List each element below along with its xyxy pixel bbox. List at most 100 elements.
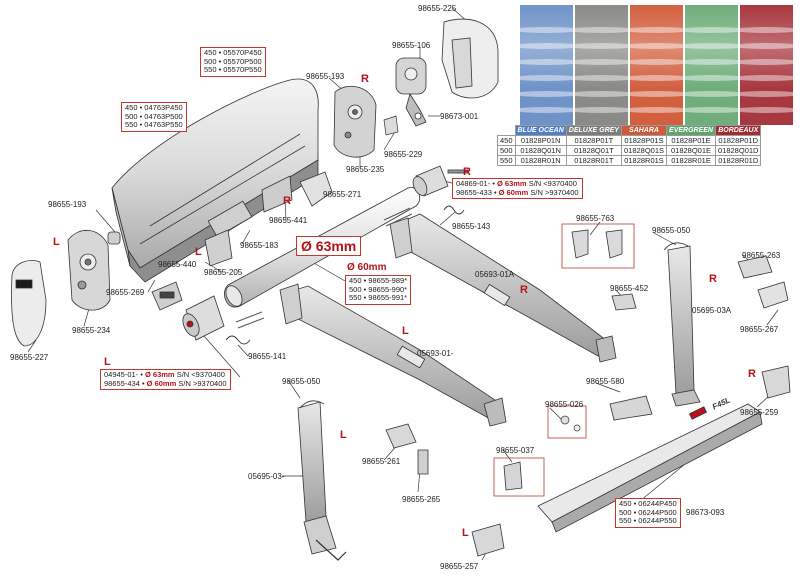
part-label-98655-265: 98655-265: [402, 495, 441, 504]
fabric-code: 01828R01E: [666, 155, 716, 166]
part-label-98655-227: 98655-227: [10, 353, 49, 362]
part-label-98673-001: 98673-001: [440, 112, 479, 121]
fabric-wave: [740, 27, 793, 33]
fabric-size: 550: [497, 155, 516, 166]
fabric-code: 01828P01S: [620, 135, 668, 146]
fabric-wave: [740, 75, 793, 81]
fabric-wave: [520, 43, 573, 49]
canopy-top-codes: 450 • 05570P450 500 • 05570P500 550 • 05…: [200, 47, 266, 77]
fabric-wave: [740, 59, 793, 65]
code-line: 500 • 98655-990*: [349, 284, 408, 294]
code-line: 500 • 05570P500: [204, 56, 262, 66]
fabric-name: BORDEAUX: [714, 125, 762, 136]
fabric-code: 01828Q01E: [666, 145, 716, 156]
side-marker-right: R: [520, 284, 528, 296]
code-line: 04869-01- • Ø 63mm S/N <9370400: [456, 179, 579, 189]
side-marker-right: R: [709, 273, 717, 285]
part-label-98655-193: 98655-193: [306, 72, 345, 81]
fabric-size: 450: [497, 135, 516, 146]
fabric-code: 01828R01S: [620, 155, 668, 166]
code-line: 450 • 05570P450: [204, 48, 262, 57]
side-marker-left: L: [402, 325, 409, 337]
fabric-wave: [630, 43, 683, 49]
part-label-98655-452: 98655-452: [610, 284, 649, 293]
fabric-swatch: [520, 5, 573, 125]
code-line: 450 • 06244P450: [619, 499, 677, 508]
side-marker-right: R: [748, 368, 756, 380]
part-label-98655-269: 98655-269: [106, 288, 145, 297]
fabric-name: BLUE OCEAN: [514, 125, 567, 136]
fabric-code: 01828R01D: [714, 155, 762, 166]
fabric-code: 01828P01N: [514, 135, 567, 146]
serial: S/N >9370400: [178, 378, 227, 388]
fabric-wave: [685, 27, 738, 33]
code-line: 500 • 04763P500: [125, 111, 183, 121]
size: Ø 60mm: [146, 378, 177, 388]
code-line: 550 • 04763P550: [125, 120, 183, 130]
fabric-code: 01828R01T: [565, 155, 622, 166]
side-marker-left: L: [104, 356, 111, 368]
size: Ø 60mm: [498, 187, 529, 197]
side-marker-right: R: [361, 73, 369, 85]
part-label-98655-225: 98655-225: [418, 4, 457, 13]
fabric-code: 01828Q01T: [565, 145, 622, 156]
code-line: 500 • 06244P500: [619, 507, 677, 517]
size: Ø 63mm: [145, 370, 175, 379]
part-label-98655-263: 98655-263: [742, 251, 781, 260]
part-label-98655-763: 98655-763: [576, 214, 615, 223]
fabric-row: 550 01828R01N 01828R01T 01828R01S 01828R…: [497, 155, 762, 166]
fabric-code: 01828Q01S: [620, 145, 668, 156]
fabric-wave: [740, 43, 793, 49]
fabric-wave: [575, 75, 628, 81]
part-label-98673-093: 98673-093: [686, 508, 725, 517]
fabric-header-row: BLUE OCEAN DELUXE GREY SAHARA EVERGREEN …: [497, 125, 762, 136]
part-label-98655-261: 98655-261: [362, 457, 401, 466]
part-label-98655-050: 98655-050: [652, 226, 691, 235]
fabric-wave: [520, 107, 573, 113]
fabric-swatch: [685, 5, 738, 125]
fabric-wave: [685, 59, 738, 65]
part-label-98655-143: 98655-143: [452, 222, 491, 231]
part-label-98655-580: 98655-580: [586, 377, 625, 386]
fabric-wave: [630, 27, 683, 33]
fabric-wave: [575, 27, 628, 33]
part-label-05693-01: 05693-01-: [417, 349, 454, 358]
fabric-wave: [685, 75, 738, 81]
fabric-code: 01828P01E: [666, 135, 716, 146]
part-label-98655-229: 98655-229: [384, 150, 423, 159]
fabric-name: DELUXE GREY: [565, 125, 622, 136]
side-marker-left: L: [340, 429, 347, 441]
part-label-98655-193: 98655-193: [48, 200, 87, 209]
part-label-98655-205: 98655-205: [204, 268, 243, 277]
canopy-mid-codes: 450 • 04763P450 500 • 04763P500 550 • 04…: [121, 102, 187, 132]
fabric-wave: [740, 107, 793, 113]
side-marker-left: L: [462, 527, 469, 539]
code-line: 550 • 06244P550: [619, 516, 677, 526]
right-roller-codes: 04869-01- • Ø 63mm S/N <9370400 98655-43…: [452, 178, 583, 200]
side-marker-right: R: [463, 166, 471, 178]
left-roller-codes: 04945-01- • Ø 63mm S/N <9370400 98655-43…: [100, 369, 231, 391]
code-line: 550 • 05570P550: [204, 65, 262, 75]
serial: S/N <9370400: [176, 370, 225, 379]
part-label-98655-026: 98655-026: [545, 400, 584, 409]
part-label-98655-141: 98655-141: [248, 352, 287, 361]
part-label-98655-441: 98655-441: [269, 216, 308, 225]
fabric-swatches: [520, 5, 794, 125]
code-line: 98655-434 • Ø 60mm S/N >9370400: [104, 378, 227, 389]
part-label-98655-234: 98655-234: [72, 326, 111, 335]
code-line: 04945-01- • Ø 63mm S/N <9370400: [104, 370, 227, 380]
size: Ø 63mm: [497, 179, 527, 188]
side-marker-right: R: [283, 195, 291, 207]
part-label-05695-03: 05695-03-: [248, 472, 285, 481]
part-label-98655-235: 98655-235: [346, 165, 385, 174]
front-rail-codes: 450 • 06244P450 500 • 06244P500 550 • 06…: [615, 498, 681, 528]
fabric-wave: [575, 91, 628, 97]
fabric-wave: [520, 27, 573, 33]
fabric-wave: [740, 91, 793, 97]
fabric-swatch: [630, 5, 683, 125]
code: 04869-01- •: [456, 179, 495, 188]
tube-diameter-63: Ø 63mm: [296, 236, 362, 256]
fabric-color-table: BLUE OCEAN DELUXE GREY SAHARA EVERGREEN …: [497, 125, 762, 166]
code: 98655-434 •: [104, 378, 145, 388]
